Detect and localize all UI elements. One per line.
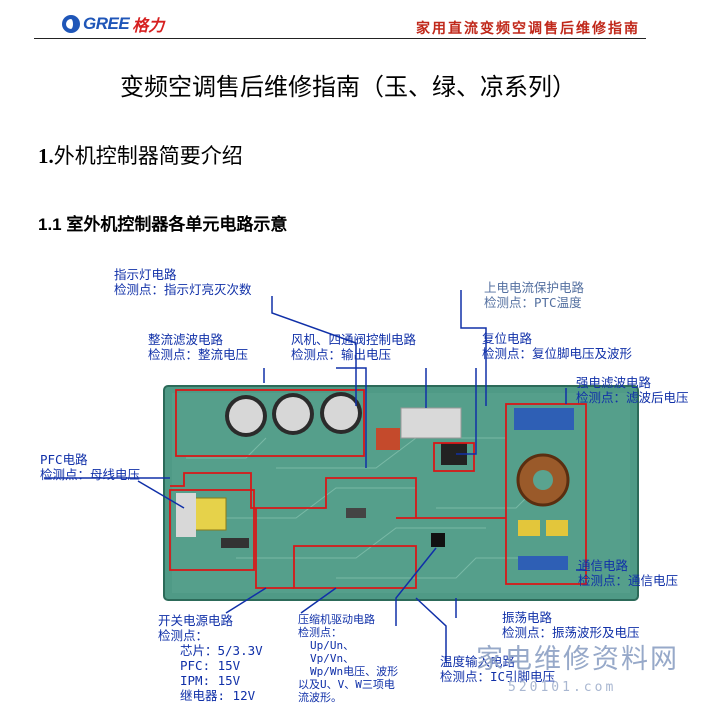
- label-oscillator-circuit: 振荡电路检测点：振荡波形及电压: [502, 610, 640, 640]
- label-title: 振荡电路: [502, 610, 553, 625]
- label-pfc-circuit: PFC电路检测点：母线电压: [40, 452, 140, 482]
- label-title: 风机、四通阀控制电路: [291, 332, 417, 347]
- section-heading-1: 1.外机控制器简要介绍: [38, 140, 243, 170]
- label-check-point: 检测点：整流电压: [148, 347, 249, 362]
- label-check-point: 检测点：通信电压: [578, 573, 679, 588]
- label-check-point: 检测点：IC引脚电压: [440, 669, 556, 684]
- watermark-url: 520101.com: [508, 680, 617, 695]
- label-title: 温度输入电路: [440, 654, 516, 669]
- label-title: 压缩机驱动电路: [298, 613, 375, 626]
- label-title: 整流滤波电路: [148, 332, 224, 347]
- label-line: Up/Un、: [310, 639, 355, 652]
- electrolytic-capacitors: [225, 392, 362, 437]
- label-power-protect-circuit: 上电电流保护电路检测点：PTC温度: [484, 280, 584, 310]
- label-check-point: 检测点：PTC温度: [484, 295, 582, 310]
- label-check-point: 检测点：母线电压: [40, 467, 141, 482]
- gree-logo: GREE 格力: [62, 12, 164, 36]
- page-title: 变频空调售后维修指南（玉、绿、凉系列）: [120, 73, 576, 101]
- label-rectifier-circuit: 整流滤波电路检测点：整流电压: [148, 332, 248, 362]
- watermark-text: 家电维修资料网: [476, 644, 679, 675]
- label-title: 强电滤波电路: [576, 375, 652, 390]
- label-line: 继电器: 12V: [180, 688, 256, 703]
- label-compressor-circuit: 压缩机驱动电路检测点：Up/Un、Vp/Vn、Wp/Wn电压、波形以及U、V、W…: [298, 613, 398, 704]
- label-check-point: 检测点：指示灯亮灭次数: [114, 282, 252, 297]
- label-line: Wp/Wn电压、波形: [310, 665, 399, 678]
- pcb-illustration: [44, 290, 639, 663]
- label-indicator-circuit: 指示灯电路检测点：指示灯亮灭次数: [114, 267, 252, 297]
- label-title: 上电电流保护电路: [484, 280, 585, 295]
- label-check-point: 检测点：: [158, 628, 209, 643]
- header-rule: [34, 38, 646, 39]
- label-comm-circuit: 通信电路检测点：通信电压: [578, 558, 678, 588]
- label-check-point: 检测点：滤波后电压: [576, 390, 689, 405]
- label-title: 复位电路: [482, 331, 533, 346]
- controller-diagram: 指示灯电路检测点：指示灯亮灭次数 整流滤波电路检测点：整流电压 风机、四通阀控制…: [36, 258, 726, 711]
- logo-text: GREE: [83, 14, 130, 33]
- section-text: 外机控制器简要介绍: [53, 144, 243, 168]
- logo-cn: 格力: [132, 16, 165, 35]
- label-line: 流波形。: [298, 691, 342, 704]
- label-check-point: 检测点：输出电压: [291, 347, 392, 362]
- label-line: Vp/Vn、: [310, 652, 355, 665]
- label-emi-filter-circuit: 强电滤波电路检测点：滤波后电压: [576, 375, 689, 405]
- section-heading-1-1: 1.1 室外机控制器各单元电路示意: [38, 215, 288, 234]
- label-check-point: 检测点：振荡波形及电压: [502, 625, 640, 640]
- label-line: PFC: 15V: [180, 658, 241, 673]
- label-line: 以及U、V、W三项电: [298, 678, 395, 691]
- label-title: PFC电路: [40, 452, 88, 467]
- label-check-point: 检测点：复位脚电压及波形: [482, 346, 633, 361]
- gree-logo-icon: [62, 15, 80, 33]
- label-line: IPM: 15V: [180, 673, 241, 688]
- label-reset-circuit: 复位电路检测点：复位脚电压及波形: [482, 331, 632, 361]
- label-title: 指示灯电路: [114, 267, 177, 282]
- header-doc-title: 家用直流变频空调售后维修指南: [416, 21, 640, 37]
- section-number: 1.: [38, 144, 54, 168]
- leader-lines: [44, 290, 586, 663]
- label-title: 开关电源电路: [158, 613, 234, 628]
- circuit-outlines: [169, 389, 587, 589]
- label-fan-valve-circuit: 风机、四通阀控制电路检测点：输出电压: [291, 332, 416, 362]
- label-temp-input-circuit: 温度输入电路检测点：IC引脚电压: [440, 654, 555, 684]
- label-check-point: 检测点：: [298, 626, 342, 639]
- label-line: 芯片：5/3.3V: [180, 643, 263, 658]
- label-title: 通信电路: [578, 558, 629, 573]
